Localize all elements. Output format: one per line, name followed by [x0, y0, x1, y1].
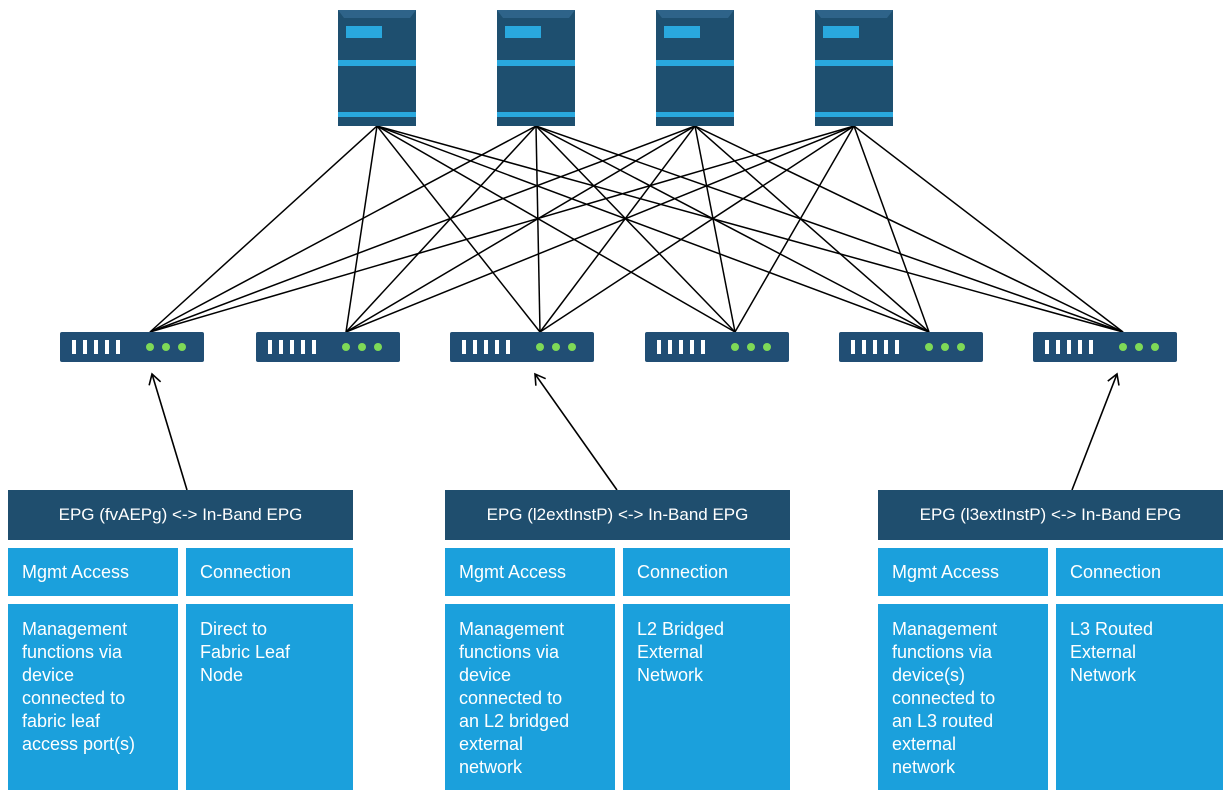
spine-switch-icon	[815, 10, 893, 126]
fabric-link	[345, 125, 855, 333]
spine-switch-icon	[497, 10, 575, 126]
fabric-link	[694, 125, 736, 333]
fabric-link	[535, 125, 736, 333]
text-line: External	[1070, 642, 1137, 662]
panel-header: EPG (l2extInstP) <-> In-Band EPG	[445, 490, 790, 540]
leaf-switch-icon	[645, 332, 789, 362]
fabric-link	[376, 125, 1124, 333]
text-line: device	[459, 665, 512, 685]
text-line: connected to	[892, 688, 996, 708]
fabric-link	[345, 125, 696, 333]
fabric-link	[853, 125, 930, 333]
fabric-link	[149, 125, 378, 333]
fabric-link	[539, 125, 855, 333]
mgmt-access-label: Mgmt Access	[878, 548, 1048, 596]
text-line: External	[637, 642, 704, 662]
text-line: external	[892, 734, 957, 754]
text-line: connected to	[459, 688, 563, 708]
text-line: functions via	[22, 642, 123, 662]
text-line: L2 Bridged	[637, 619, 725, 639]
leaf-switch-icon	[450, 332, 594, 362]
connection-label: Connection	[186, 548, 353, 596]
text-line: Management	[892, 619, 998, 639]
text-line: Management	[459, 619, 565, 639]
text-line: functions via	[892, 642, 993, 662]
text-line: Network	[637, 665, 704, 685]
connection-description: L3 Routed External Network	[1056, 604, 1223, 790]
mgmt-access-description: Management functions via device connecte…	[445, 604, 615, 790]
text-line: connected to	[22, 688, 126, 708]
arrow-panel-1	[148, 372, 188, 491]
panel-header: EPG (l3extInstP) <-> In-Band EPG	[878, 490, 1223, 540]
text-line: access port(s)	[22, 734, 136, 754]
text-line: an L3 routed	[892, 711, 994, 731]
fabric-link	[376, 125, 736, 333]
text-line: fabric leaf	[22, 711, 101, 731]
leaf-switch-icon	[839, 332, 983, 362]
fabric-link	[539, 125, 696, 333]
text-line: Fabric Leaf	[200, 642, 291, 662]
fabric-link	[535, 125, 1124, 333]
text-line: Node	[200, 665, 244, 685]
fabric-link	[376, 125, 930, 333]
mgmt-access-label: Mgmt Access	[8, 548, 178, 596]
connection-arrows	[148, 372, 1120, 491]
fabric-link	[149, 125, 537, 333]
text-line: Management	[22, 619, 128, 639]
text-line: network	[892, 757, 956, 777]
mgmt-access-description: Management functions via device connecte…	[8, 604, 178, 790]
fabric-link	[535, 125, 541, 333]
fabric-link	[694, 125, 1124, 333]
spine-switch-icon	[338, 10, 416, 126]
mgmt-access-description: Management functions via device(s) conne…	[878, 604, 1048, 790]
leaf-switch-icon	[60, 332, 204, 362]
leaf-switches	[60, 332, 1177, 362]
fabric-link	[734, 125, 855, 333]
mgmt-access-label: Mgmt Access	[445, 548, 615, 596]
fabric-link	[853, 125, 1124, 333]
connection-description: L2 Bridged External Network	[623, 604, 790, 790]
leaf-switch-icon	[1033, 332, 1177, 362]
fabric-link	[345, 125, 537, 333]
text-line: device(s)	[892, 665, 966, 685]
connection-description: Direct to Fabric Leaf Node	[186, 604, 353, 790]
spine-switches	[338, 10, 893, 126]
fabric-link	[345, 125, 378, 333]
arrow-panel-2	[534, 372, 618, 491]
text-line: device	[22, 665, 75, 685]
fabric-link	[535, 125, 930, 333]
connection-label: Connection	[1056, 548, 1223, 596]
spine-switch-icon	[656, 10, 734, 126]
panel-header: EPG (fvAEPg) <-> In-Band EPG	[8, 490, 353, 540]
spine-leaf-links	[149, 125, 1124, 333]
text-line: network	[459, 757, 523, 777]
text-line: functions via	[459, 642, 560, 662]
text-line: an L2 bridged	[459, 711, 570, 731]
fabric-link	[376, 125, 541, 333]
arrow-panel-3	[1071, 372, 1120, 491]
text-line: external	[459, 734, 524, 754]
connection-label: Connection	[623, 548, 790, 596]
fabric-link	[149, 125, 696, 333]
fabric-link	[149, 125, 855, 333]
leaf-switch-icon	[256, 332, 400, 362]
text-line: Network	[1070, 665, 1137, 685]
text-line: L3 Routed	[1070, 619, 1154, 639]
text-line: Direct to	[200, 619, 268, 639]
